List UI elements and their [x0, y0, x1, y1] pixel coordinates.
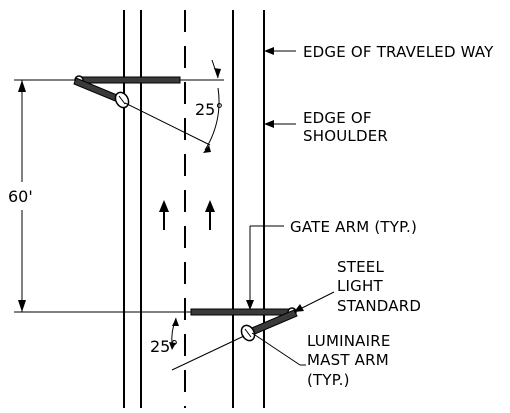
spacing-label: 60': [8, 187, 33, 206]
luminaire-label-line3: (TYP.): [307, 371, 350, 389]
road-edges: [123, 10, 265, 408]
edge-traveled-way-label: EDGE OF TRAVELED WAY: [303, 43, 494, 61]
top-angle-leader: [124, 102, 211, 146]
up-arrow-icon: [159, 200, 169, 230]
steel-light-label-line1: STEEL: [337, 258, 384, 276]
gate-arm-label: GATE ARM (TYP.): [290, 218, 417, 236]
steel-light-label-line3: STANDARD: [337, 297, 421, 315]
luminaire-label-line2: MAST ARM: [307, 351, 389, 369]
steel-light-label-line2: LIGHT: [337, 277, 383, 295]
top-gate-assembly: [73, 59, 224, 153]
top-gate-arm: [77, 76, 181, 84]
callout-leaders: [246, 47, 335, 366]
top-angle-label: 25°: [195, 100, 223, 119]
spacing-dimension: [14, 79, 190, 313]
bottom-angle-leader: [171, 335, 245, 371]
up-arrow-icon: [205, 200, 215, 230]
bottom-gate-arm: [190, 308, 294, 316]
direction-arrows: [159, 200, 215, 230]
bottom-gate-assembly: [152, 307, 298, 371]
bottom-angle-label: 25°: [150, 337, 178, 356]
luminaire-label-line1: LUMINAIRE: [307, 332, 391, 350]
edge-shoulder-label-line2: SHOULDER: [303, 127, 388, 145]
edge-shoulder-label-line1: EDGE OF: [303, 109, 372, 127]
